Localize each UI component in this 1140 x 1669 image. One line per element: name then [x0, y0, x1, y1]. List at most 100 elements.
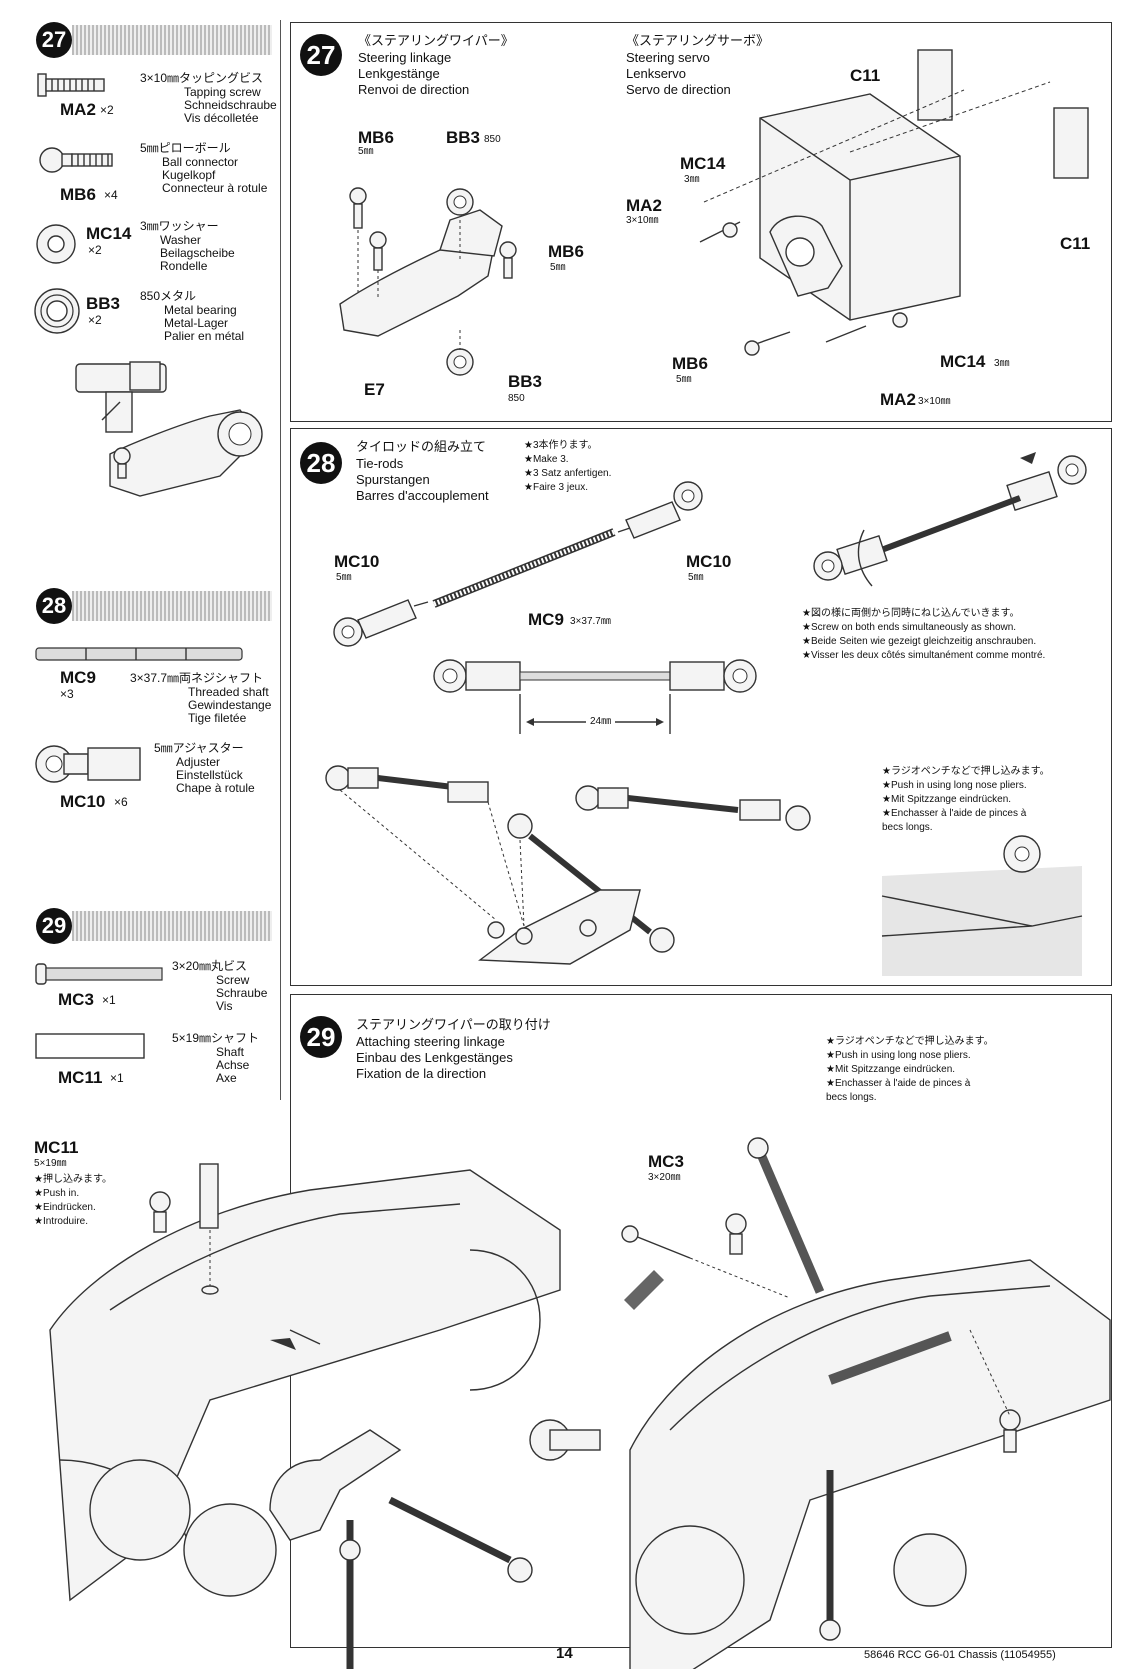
part-code: MC11 — [58, 1068, 103, 1087]
part-name-de: Kugelkopf — [162, 168, 216, 182]
push-note-en: ★Push in using long nose pliers. — [826, 1050, 971, 1061]
linkage-title-fr: Renvoi de direction — [358, 82, 470, 97]
threaded-shaft-icon — [35, 647, 243, 661]
label-mc11-size: 5×19㎜ — [34, 1158, 67, 1169]
part-name-en: Metal bearing — [164, 303, 237, 317]
part-name-en: Shaft — [216, 1045, 245, 1059]
mc11-note-ja: ★押し込みます。 — [34, 1174, 112, 1185]
label-bb3: BB3 — [446, 128, 481, 147]
attach-title-de: Einbau des Lenkgestänges — [356, 1050, 513, 1065]
part-code: MA2 — [60, 100, 96, 119]
label-mb6-lower: MB6 — [672, 354, 708, 373]
step-28-badge: 28 — [36, 588, 72, 624]
hatch-bar — [72, 911, 272, 941]
part-qty: ×1 — [102, 993, 116, 1007]
page-number: 14 — [556, 1645, 573, 1662]
part-spec: 850メタル — [140, 289, 197, 303]
part-name-en: Ball connector — [162, 155, 239, 169]
label-bb3-lower-size: 850 — [508, 393, 525, 404]
step-28-number: 28 — [300, 442, 342, 484]
label-mc14-top: MC14 — [680, 154, 726, 173]
tierod-exploded-illustration — [333, 481, 703, 647]
part-spec: 5㎜ピローボール — [140, 141, 231, 155]
attach-title-en: Attaching steering linkage — [356, 1034, 505, 1049]
label-bb3-lower: BB3 — [508, 372, 543, 391]
part-qty: ×6 — [114, 795, 128, 809]
label-mc3-size: 3×20㎜ — [648, 1172, 681, 1183]
label-mc14-top-size: 3㎜ — [684, 174, 700, 185]
push-note-en: ★Push in using long nose pliers. — [882, 780, 1027, 791]
step-27-panel — [290, 22, 1112, 422]
push-note-ja: ★ラジオペンチなどで押し込みます。 — [826, 1036, 994, 1047]
make-note-de: ★3 Satz anfertigen. — [524, 468, 612, 479]
adjuster-icon — [35, 745, 141, 783]
hatch-bar — [72, 591, 272, 621]
part-name-en: Tapping screw — [184, 85, 261, 99]
servo-title-de: Lenkservo — [626, 66, 686, 81]
label-mb6-size: 5㎜ — [358, 146, 374, 157]
label-bb3-size: 850 — [484, 134, 501, 145]
part-name-en: Adjuster — [176, 755, 221, 769]
label-e7: E7 — [364, 380, 385, 399]
hatch-bar — [72, 25, 272, 55]
part-qty: ×2 — [88, 313, 102, 327]
label-mc14-lower: MC14 — [940, 352, 986, 371]
part-spec: 5㎜アジャスター — [154, 741, 244, 755]
machine-screw-icon — [35, 963, 163, 985]
label-mb6: MB6 — [358, 128, 394, 147]
label-mc10-left-size: 5㎜ — [336, 572, 352, 583]
label-ma2-lower-size: 3×10㎜ — [918, 396, 951, 407]
tierod-title-fr: Barres d'accouplement — [356, 488, 489, 503]
step-29-badge: 29 — [36, 908, 72, 944]
label-mc9-size: 3×37.7㎜ — [570, 616, 611, 627]
part-spec: 3×10㎜タッピングビス — [140, 71, 264, 85]
linkage-title-ja: 《ステアリングワイパー》 — [358, 33, 514, 48]
part-qty: ×1 — [110, 1071, 124, 1085]
make-note-ja: ★3本作ります。 — [524, 440, 598, 451]
label-ma2-lower: MA2 — [880, 390, 916, 409]
pliers-illustration — [881, 835, 1083, 976]
part-name-en: Screw — [216, 973, 250, 987]
part-spec: 3㎜ワッシャー — [140, 219, 219, 233]
linkage-title-en: Steering linkage — [358, 50, 452, 65]
label-mc11: MC11 — [34, 1138, 79, 1157]
part-name-en: Threaded shaft — [188, 685, 269, 699]
part-name-fr: Axe — [216, 1071, 237, 1085]
make-note-fr: ★Faire 3 jeux. — [524, 482, 588, 493]
part-spec: 5×19㎜シャフト — [172, 1031, 260, 1045]
label-mc10-right-size: 5㎜ — [688, 572, 704, 583]
step-27-number: 27 — [300, 34, 342, 76]
label-mc3: MC3 — [648, 1152, 684, 1171]
screw-note-de: ★Beide Seiten wie gezeigt gleichzeitig a… — [802, 636, 1037, 647]
part-name-fr: Chape à rotule — [176, 781, 255, 795]
tierod-title-en: Tie-rods — [356, 456, 404, 471]
part-name-de: Metal-Lager — [164, 316, 229, 330]
tierods-installation-illustration — [325, 765, 811, 965]
part-code: MC9 — [60, 668, 96, 687]
part-code: MC14 — [86, 224, 132, 243]
press-ball-connector-illustration — [75, 361, 263, 497]
servo-title-ja: 《ステアリングサーボ》 — [626, 33, 770, 48]
part-name-de: Beilagscheibe — [160, 246, 235, 260]
part-qty: ×3 — [60, 687, 74, 701]
tierod-title-ja: タイロッドの組み立て — [356, 439, 487, 454]
label-mc10-left: MC10 — [334, 552, 380, 571]
tierod-length-illustration — [433, 659, 757, 734]
steering-linkage-illustration — [339, 187, 517, 376]
part-name-fr: Tige filetée — [188, 711, 247, 725]
part-qty: ×2 — [100, 103, 114, 117]
screw-icon — [37, 73, 105, 97]
part-name-de: Einstellstück — [176, 768, 243, 782]
label-c11-right: C11 — [1060, 234, 1091, 253]
step-27-badge: 27 — [36, 22, 72, 58]
label-c11-top: C11 — [850, 66, 881, 85]
servo-title-fr: Servo de direction — [626, 82, 731, 97]
push-note-de: ★Mit Spitzzange eindrücken. — [882, 794, 1012, 805]
part-spec: 3×37.7㎜両ネジシャフト — [130, 671, 264, 685]
label-mc9: MC9 — [528, 610, 564, 629]
screw-simultaneously-illustration — [813, 452, 1087, 587]
make-note-en: ★Make 3. — [524, 454, 569, 465]
screw-note-en: ★Screw on both ends simultaneously as sh… — [802, 622, 1017, 633]
part-name-fr: Connecteur à rotule — [162, 181, 268, 195]
bearing-icon — [34, 288, 80, 334]
